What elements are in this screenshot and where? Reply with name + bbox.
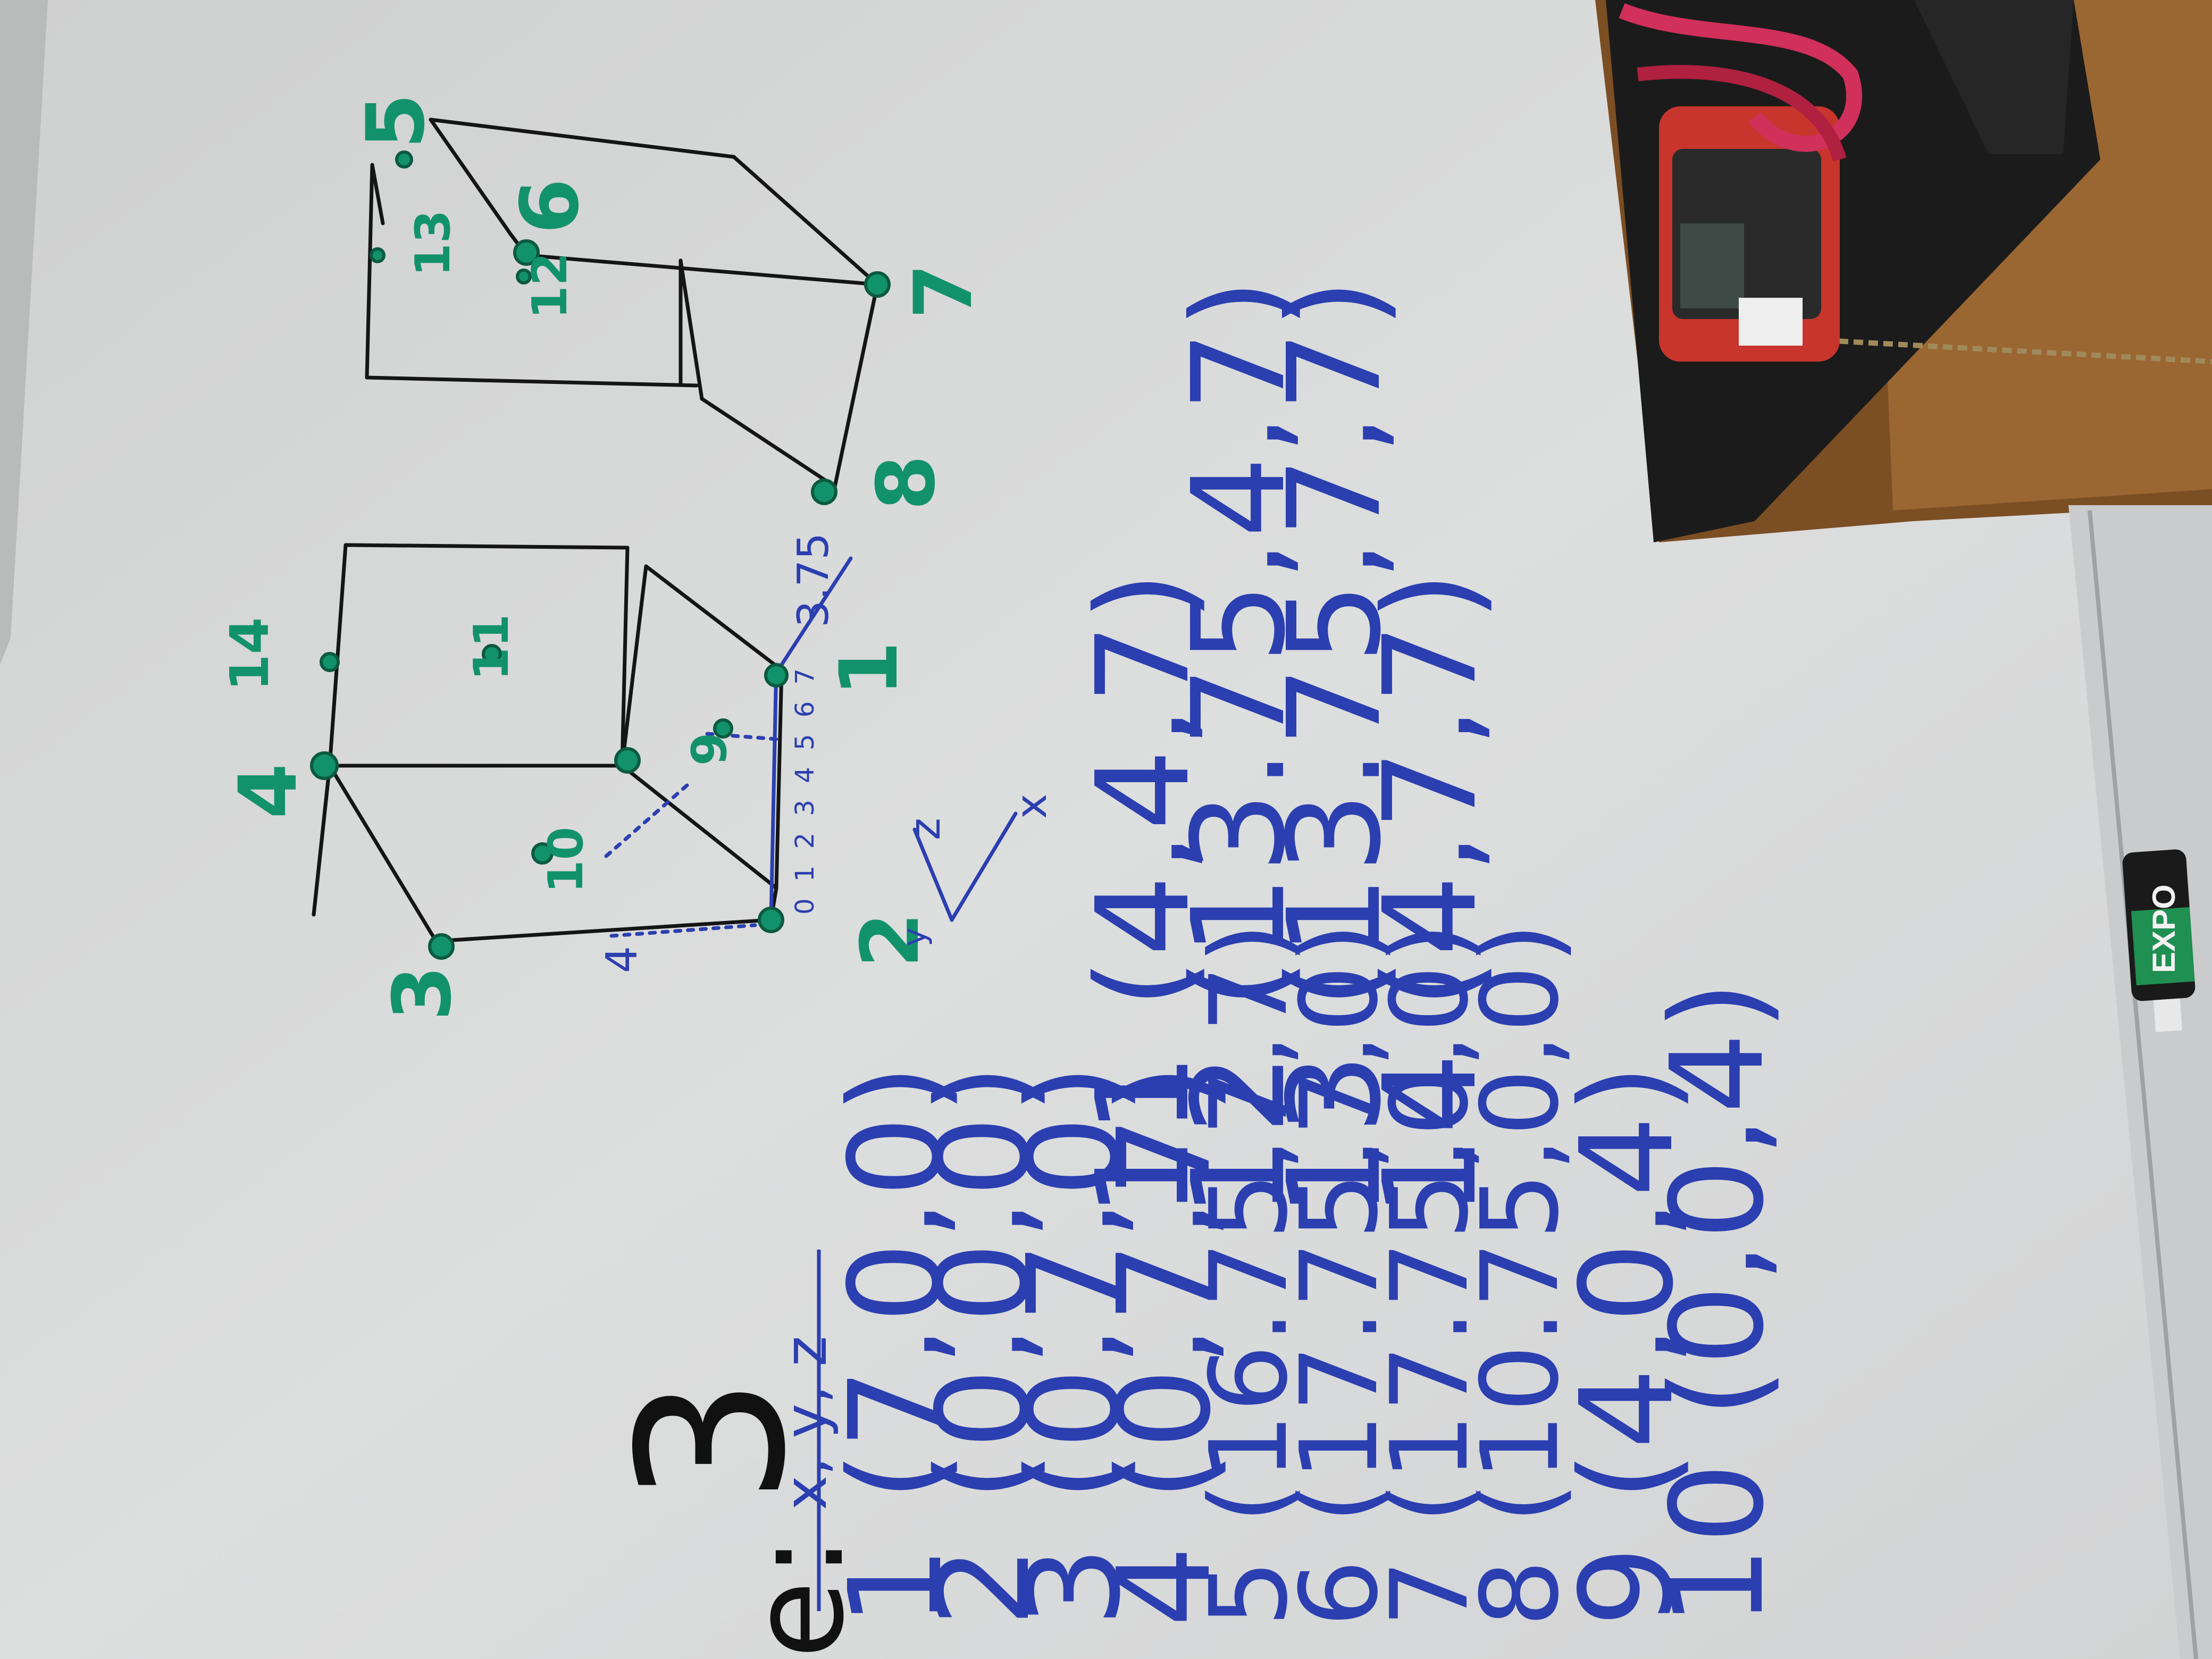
header-underline — [817, 1250, 821, 1611]
axis-z-label: z — [900, 818, 950, 840]
green-point-dots — [310, 150, 891, 960]
label-point-12: 12 — [522, 252, 578, 319]
board-edge — [0, 0, 48, 665]
marker-brand: EXPO — [2146, 884, 2182, 973]
dimension-label: 3.75 — [789, 532, 838, 627]
marker-tray — [2068, 505, 2212, 1659]
label-point-9: 9 — [682, 732, 738, 766]
axis-x-label: x — [1007, 793, 1056, 819]
label-point-7: 7 — [898, 263, 990, 319]
coord-row-14: 14 (4,7,7) — [1356, 569, 1505, 1218]
label-point-1: 1 — [823, 641, 916, 697]
scale-ticks: 0 1 2 3 4 5 6 7 — [790, 664, 820, 915]
axis-y-label: y — [896, 927, 933, 946]
label-point-11: 11 — [464, 614, 520, 681]
shelf — [1595, 0, 2212, 542]
multimeter — [1619, 3, 1862, 362]
label-point-14: 14 — [219, 617, 281, 691]
label-point-6: 6 — [504, 178, 597, 234]
right-box-diagram — [365, 118, 879, 489]
label-point-5: 5 — [350, 93, 442, 149]
label-point-8: 8 — [860, 455, 953, 510]
tick-label-4: 4 — [597, 946, 647, 973]
label-point-3: 3 — [376, 965, 469, 1021]
left-box-diagram — [312, 543, 784, 943]
label-point-10: 10 — [538, 826, 594, 893]
label-point-4: 4 — [222, 763, 315, 819]
label-point-13: 13 — [405, 210, 461, 276]
coord-row-10: 10 (0,0,4) — [1643, 978, 1792, 1627]
